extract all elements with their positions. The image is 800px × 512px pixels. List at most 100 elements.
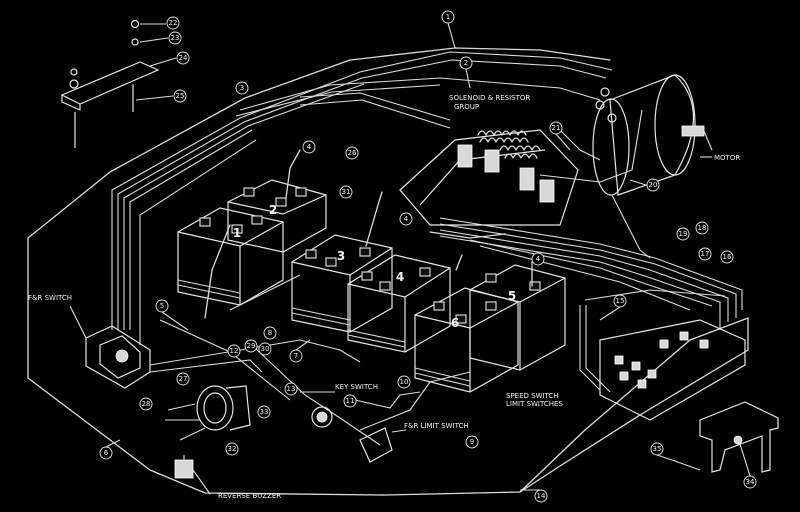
svg-text:4: 4 — [404, 215, 409, 223]
callout-24: 24 — [176, 51, 190, 65]
svg-text:13: 13 — [287, 385, 296, 393]
svg-text:25: 25 — [176, 92, 185, 100]
svg-text:27: 27 — [179, 375, 188, 383]
battery-1: 1 — [177, 207, 284, 306]
label-solenoid: SOLENOID & RESISTOR — [449, 94, 530, 102]
svg-text:28: 28 — [142, 400, 151, 408]
label-fr-limit-switch: F&R LIMIT SWITCH — [404, 422, 469, 430]
svg-text:4: 4 — [307, 143, 312, 151]
callout-6: 6 — [99, 446, 113, 460]
mounting-bracket — [60, 19, 160, 148]
callout-16: 16 — [720, 250, 734, 264]
callout-4c: 4 — [531, 252, 545, 266]
callout-19: 19 — [676, 227, 690, 241]
callout-34: 34 — [743, 475, 757, 489]
callouts: 1 2 3 4 4 4 5 6 7 8 9 10 11 12 13 14 15 … — [99, 10, 757, 503]
callout-17: 17 — [698, 247, 712, 261]
callout-29: 29 — [244, 339, 258, 353]
callout-10: 10 — [397, 375, 411, 389]
svg-text:32: 32 — [228, 445, 237, 453]
fr-limit-switch — [359, 427, 407, 463]
label-reverse-buzzer: REVERSE BUZZER — [218, 492, 281, 500]
callout-15: 15 — [613, 294, 627, 308]
svg-text:20: 20 — [649, 181, 658, 189]
battery-3: 3 — [291, 234, 393, 333]
callout-35: 35 — [650, 442, 664, 456]
label-key-switch: KEY SWITCH — [335, 383, 378, 391]
label-limit-switches: LIMIT SWITCHES — [506, 400, 563, 408]
svg-text:1: 1 — [446, 13, 450, 21]
wire-bundle — [111, 51, 743, 446]
svg-text:5: 5 — [160, 302, 164, 310]
svg-text:31: 31 — [342, 188, 351, 196]
callout-7: 7 — [289, 349, 303, 363]
callout-27: 27 — [176, 372, 190, 386]
svg-text:33: 33 — [260, 408, 269, 416]
label-motor: MOTOR — [714, 154, 740, 162]
label-fr-switch: F&R SWITCH — [28, 294, 72, 302]
solenoid-resistor-group — [399, 129, 579, 226]
callout-14: 14 — [534, 489, 548, 503]
buzzer-assembly — [165, 385, 251, 495]
callout-8: 8 — [263, 326, 277, 340]
svg-text:15: 15 — [616, 297, 625, 305]
svg-text:8: 8 — [268, 329, 272, 337]
battery-6: 6 — [414, 287, 519, 393]
label-speed-switch: SPEED SWITCH — [506, 392, 559, 400]
svg-text:29: 29 — [247, 342, 256, 350]
speed-switch-bank — [599, 319, 746, 421]
callout-26: 26 — [345, 146, 359, 160]
key-switch — [300, 391, 335, 428]
fr-switch — [69, 305, 151, 389]
svg-text:23: 23 — [171, 34, 180, 42]
svg-text:22: 22 — [169, 19, 178, 27]
callout-9: 9 — [465, 435, 479, 449]
svg-text:24: 24 — [179, 54, 188, 62]
callout-20: 20 — [646, 178, 660, 192]
callout-11: 11 — [343, 394, 357, 408]
battery-number-1: 1 — [233, 226, 241, 240]
svg-text:26: 26 — [348, 149, 357, 157]
callout-13: 13 — [284, 382, 298, 396]
callout-22: 22 — [166, 16, 180, 30]
battery-4: 4 — [347, 254, 451, 353]
svg-text:7: 7 — [294, 352, 298, 360]
leader-lines — [105, 22, 751, 491]
callout-25: 25 — [173, 89, 187, 103]
callout-32: 32 — [225, 442, 239, 456]
callout-21: 21 — [549, 121, 563, 135]
svg-text:34: 34 — [746, 478, 755, 486]
svg-text:30: 30 — [261, 345, 270, 353]
callout-30: 30 — [258, 342, 272, 356]
callout-31: 31 — [339, 185, 353, 199]
callout-5: 5 — [155, 299, 169, 313]
battery-number-6: 6 — [451, 316, 459, 330]
svg-text:3: 3 — [240, 84, 244, 92]
svg-text:2: 2 — [464, 59, 468, 67]
svg-text:14: 14 — [537, 492, 546, 500]
svg-text:11: 11 — [346, 397, 355, 405]
frame-outline — [27, 47, 749, 496]
svg-text:16: 16 — [723, 253, 732, 261]
motor — [592, 74, 713, 196]
svg-text:9: 9 — [470, 438, 474, 446]
svg-text:19: 19 — [679, 230, 688, 238]
callout-2: 2 — [459, 56, 473, 70]
battery-number-2: 2 — [269, 203, 277, 217]
svg-text:17: 17 — [701, 250, 710, 258]
label-solenoid-group: GROUP — [454, 103, 479, 111]
callout-33: 33 — [257, 405, 271, 419]
callout-23: 23 — [168, 31, 182, 45]
battery-2: 2 — [227, 179, 327, 253]
svg-text:6: 6 — [104, 449, 109, 457]
svg-text:10: 10 — [400, 378, 409, 386]
pedal-bracket — [671, 401, 779, 473]
svg-text:35: 35 — [653, 445, 662, 453]
battery-number-3: 3 — [337, 249, 345, 263]
battery-cables — [204, 149, 533, 319]
callout-12: 12 — [227, 344, 241, 358]
callout-1: 1 — [441, 10, 455, 24]
callout-28: 28 — [139, 397, 153, 411]
svg-text:18: 18 — [698, 224, 707, 232]
